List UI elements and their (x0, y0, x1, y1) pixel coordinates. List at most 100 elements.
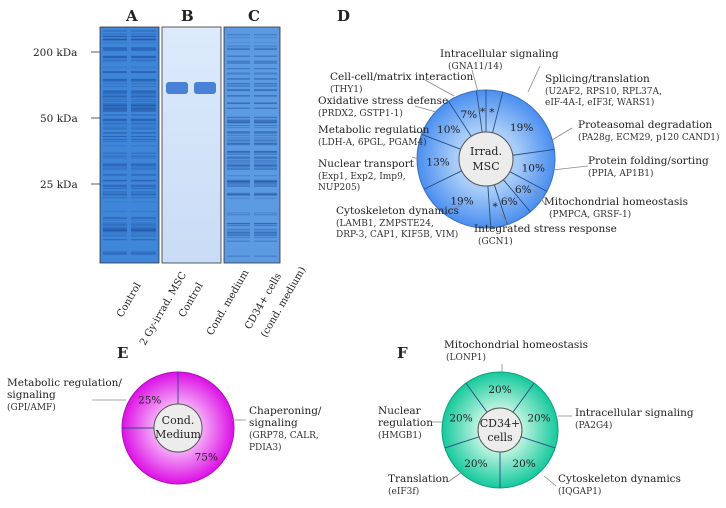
gel-band (227, 164, 250, 167)
gel-band (103, 97, 127, 99)
d-segment-label: * (489, 106, 495, 118)
gel-band (103, 60, 127, 62)
d-prot-cytoskeleton-dynamics-1: (LAMB1, ZMPSTE24, (336, 218, 434, 229)
gel-band (131, 30, 156, 32)
gel-band (103, 110, 127, 112)
f-separator (465, 382, 488, 413)
gel-band (254, 185, 277, 187)
d-prot-cytoskeleton-dynamics-2: DRP-3, CAP1, KIF5B, VIM) (336, 229, 458, 240)
gel-band (131, 145, 156, 147)
gel-band (131, 229, 156, 232)
d-prot-cell-matrix-interaction: (THY1) (330, 84, 363, 95)
gel-band (131, 157, 156, 159)
leader-lines-d (409, 65, 589, 226)
f-segment-label: 20% (449, 412, 472, 424)
gel-band (131, 191, 156, 193)
gel-band (131, 253, 156, 255)
gel-band (254, 139, 277, 142)
donut-chart-cond-medium: Cond. Medium 25%75% (121, 371, 235, 485)
f-cat-translation: Translation (388, 473, 449, 485)
d-separator (509, 171, 548, 192)
d-cat-proteasomal-degradation: Proteasomal degradation (578, 119, 713, 131)
gel-band (103, 193, 127, 196)
gel-band (103, 138, 127, 141)
gel-band (254, 45, 277, 48)
panel-label-a: A (125, 7, 138, 25)
gel-band (227, 193, 250, 196)
gel-band (254, 197, 277, 200)
gel-band (227, 42, 250, 43)
gel-band (227, 142, 250, 145)
gel-band (227, 95, 250, 97)
donut-chart-cd34-cells: CD34+ cells 20%20%20%20%20% (441, 371, 559, 489)
gel-band (131, 167, 156, 170)
d-separator (493, 184, 508, 225)
gel-band (103, 92, 127, 94)
gel-band (131, 71, 156, 73)
d-segment-label: 10% (437, 124, 460, 136)
gel-band (131, 66, 156, 69)
gel-band (254, 212, 277, 214)
gel-band (254, 119, 277, 122)
gel-band (103, 140, 127, 143)
gel-band (103, 110, 127, 112)
gel-panel-c (223, 26, 281, 264)
gel-band (227, 192, 250, 195)
e-segment-label: 25% (138, 395, 161, 407)
gel-band (227, 222, 250, 224)
gel-band (227, 179, 250, 181)
gel-band (227, 102, 250, 105)
gel-band (227, 157, 250, 160)
gel-band (103, 125, 127, 128)
d-prot-integrated-stress-response: (GCN1) (478, 236, 513, 247)
gel-band (254, 193, 277, 196)
gel-band (103, 106, 127, 107)
gel-band (254, 72, 277, 75)
gel-band (227, 231, 250, 234)
gel-band (254, 139, 277, 142)
gel-band (254, 142, 277, 145)
gel-band (103, 217, 127, 219)
gel-band (103, 48, 127, 51)
gel-band (103, 163, 127, 165)
f-prot-nuclear: (HMGB1) (378, 430, 422, 441)
gel-band (227, 72, 250, 75)
gel-band (131, 252, 156, 255)
gel-band (131, 163, 156, 165)
d-separator (423, 170, 462, 190)
gel-band (131, 132, 156, 134)
gel-band (254, 167, 277, 169)
panel-label-d: D (337, 7, 350, 25)
gel-band (227, 33, 250, 36)
gel-band (103, 42, 127, 44)
gel-band (131, 38, 156, 39)
gel-band (227, 55, 250, 57)
gel-band (131, 232, 156, 234)
gel-band (254, 137, 277, 139)
gel-band (103, 55, 127, 57)
gel-band (103, 30, 127, 32)
gel-band (254, 42, 277, 43)
gel-band (227, 139, 250, 142)
gel-band (227, 48, 250, 51)
gel-band (103, 71, 127, 73)
e-cat-metabolic-1: Metabolic regulation/ (7, 377, 122, 389)
gel-band (103, 179, 127, 182)
gel-band (254, 144, 277, 146)
gel-band (227, 144, 250, 146)
gel-band (227, 228, 250, 230)
gel-band (131, 140, 156, 143)
gel-band (103, 239, 127, 241)
gel-band (227, 233, 250, 236)
gel-band (227, 153, 250, 154)
albumin-band-control (166, 82, 188, 94)
f-separator (444, 436, 480, 449)
gel-band (103, 179, 127, 182)
gel-band (131, 228, 156, 231)
gel-band (103, 167, 127, 170)
gel-band (131, 118, 156, 120)
gel-band (103, 225, 127, 227)
gel-band (227, 240, 250, 242)
gel-panel-b (161, 26, 222, 264)
gel-band (103, 127, 127, 130)
